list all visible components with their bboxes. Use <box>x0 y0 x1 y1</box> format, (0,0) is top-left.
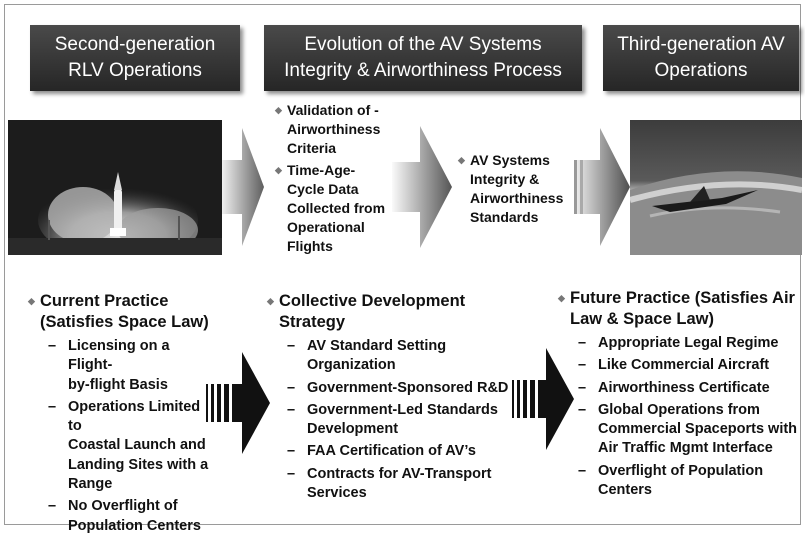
collective-development-block: ◆ Collective Development Strategy – AV S… <box>267 291 514 503</box>
spaceplane-orbit-image <box>630 120 802 255</box>
item-line: AV Systems <box>470 152 550 168</box>
arrow-icon <box>574 128 630 246</box>
header-line: Evolution of the AV Systems <box>304 34 542 55</box>
item-line: Criteria <box>287 140 337 156</box>
dash-icon: – <box>578 401 587 418</box>
item-line: Validation of - <box>287 102 379 118</box>
header-line: Integrity & Airworthiness Process <box>284 60 562 81</box>
diamond-bullet-icon: ◆ <box>267 296 274 306</box>
header-line: RLV Operations <box>68 60 202 81</box>
arrow-icon <box>222 128 264 246</box>
list-item: – Appropriate Legal Regime <box>578 334 802 353</box>
diamond-bullet-icon: ◆ <box>275 105 282 115</box>
list-item: – Airworthiness Certificate <box>578 379 802 398</box>
rocket-launch-image <box>8 120 222 255</box>
section-heading: ◆ Current Practice (Satisfies Space Law) <box>28 292 209 331</box>
arrow-icon <box>206 352 270 454</box>
dash-icon: – <box>287 465 296 482</box>
item-line: Standards <box>470 209 539 225</box>
list-item: – Government-Sponsored R&D <box>287 379 514 398</box>
item-line: Collected from <box>287 200 386 216</box>
bullet-item: ◆ Time-Age- Cycle Data Collected from Op… <box>275 161 397 256</box>
header-evolution: Evolution of the AV Systems Integrity & … <box>264 25 582 91</box>
list-item: – Like Commercial Aircraft <box>578 356 802 375</box>
diamond-bullet-icon: ◆ <box>28 296 35 306</box>
bullet-item: ◆ AV Systems Integrity & Airworthiness S… <box>458 151 580 227</box>
dash-icon: – <box>578 357 587 374</box>
item-line: Time-Age- <box>287 162 356 178</box>
header-line: Operations <box>654 60 748 81</box>
standards-text-block: ◆ AV Systems Integrity & Airworthiness S… <box>458 151 580 227</box>
header-line: Third-generation AV <box>617 34 785 55</box>
header-line: Second-generation <box>54 34 216 55</box>
validation-text-block: ◆ Validation of - Airworthiness Criteria… <box>275 101 397 256</box>
dash-icon: – <box>578 335 587 351</box>
dash-icon: – <box>287 338 296 354</box>
item-line: Operational <box>287 219 365 235</box>
diamond-bullet-icon: ◆ <box>275 165 282 175</box>
header-second-generation: Second-generation RLV Operations <box>30 25 240 91</box>
arrow-icon <box>392 126 452 248</box>
item-line: Airworthiness <box>287 121 381 137</box>
dash-icon: – <box>48 338 57 354</box>
dash-icon: – <box>287 443 296 460</box>
arrow-icon <box>512 348 574 450</box>
item-line: Airworthiness <box>470 190 564 206</box>
dash-icon: – <box>578 462 587 479</box>
section-heading: ◆ Collective Development Strategy <box>267 292 466 331</box>
item-line: Flights <box>287 238 333 254</box>
diamond-bullet-icon: ◆ <box>458 155 465 165</box>
dash-icon: – <box>287 379 296 396</box>
list-item: – Licensing on a Flight-by-flight Basis <box>48 338 170 393</box>
item-line: Cycle Data <box>287 181 359 197</box>
diamond-bullet-icon: ◆ <box>558 293 565 303</box>
item-line: Integrity & <box>470 171 540 187</box>
dash-icon: – <box>48 398 57 415</box>
future-practice-block: ◆ Future Practice (Satisfies Air Law & S… <box>558 288 802 500</box>
dash-icon: – <box>287 401 296 418</box>
bullet-item: ◆ Validation of - Airworthiness Criteria <box>275 101 397 158</box>
section-heading: ◆ Future Practice (Satisfies Air Law & S… <box>558 289 795 328</box>
current-practice-block: ◆ Current Practice (Satisfies Space Law)… <box>28 291 215 536</box>
header-third-generation: Third-generation AV Operations <box>603 25 799 91</box>
dash-icon: – <box>578 379 587 396</box>
dash-icon: – <box>48 498 57 515</box>
list-item: – FAA Certification of AV’s <box>287 442 514 461</box>
